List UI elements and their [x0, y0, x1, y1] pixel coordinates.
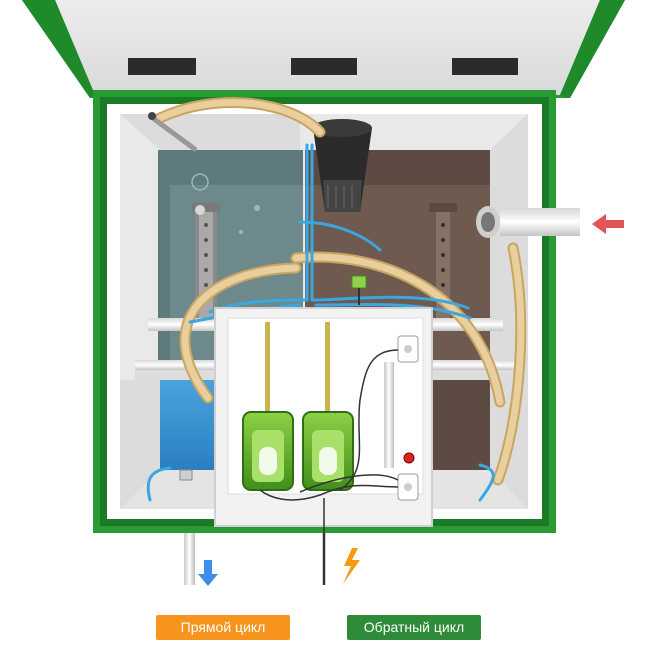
lightning-bolt-icon — [343, 548, 360, 584]
drain-nozzle — [179, 469, 193, 481]
skimmer-arm — [148, 112, 205, 215]
lid-vent-right — [452, 58, 518, 75]
compressor-right — [302, 411, 354, 491]
inlet-arrow-icon — [592, 214, 624, 234]
outlet-pipe — [184, 533, 195, 585]
aeration-tubes — [146, 143, 495, 502]
forward-cycle-button[interactable]: Прямой цикл — [156, 615, 290, 640]
open-lid — [22, 0, 625, 98]
sludge-hoses — [154, 97, 527, 486]
outlet-arrow-down-icon — [198, 560, 218, 586]
power-socket-upper — [397, 335, 419, 363]
inlet-pipe — [476, 206, 580, 238]
reverse-cycle-button[interactable]: Обратный цикл — [347, 615, 481, 640]
lid-vent-center — [291, 58, 357, 75]
filter-basket — [312, 119, 372, 212]
lid-vent-left — [128, 58, 196, 75]
compressor-left — [242, 411, 294, 491]
float-sensor — [351, 275, 367, 289]
power-socket-lower — [397, 473, 419, 501]
red-led-icon — [403, 452, 415, 464]
